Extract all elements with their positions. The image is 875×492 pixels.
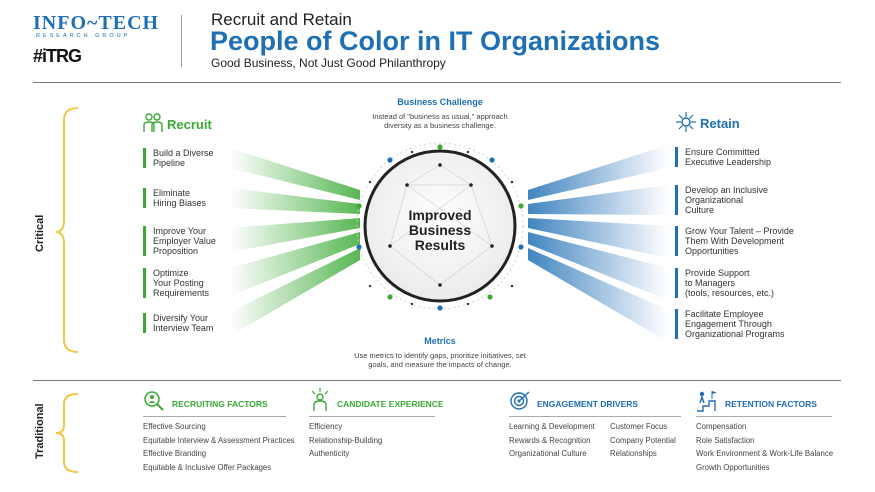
logo-wordmark: INFO~TECH — [33, 12, 160, 34]
recruiting-factors-heading: RECRUITING FACTORS — [172, 399, 268, 409]
retain-heading: Retain — [700, 116, 740, 131]
recruit-item: Optimize Your Posting Requirements — [143, 268, 209, 298]
retain-item: Ensure Committed Executive Leadership — [675, 147, 771, 167]
itrg-logo: #iTRG — [33, 46, 82, 66]
list-item: Company Potential — [610, 436, 676, 445]
metrics-title: Metrics — [424, 336, 456, 346]
retention-factors-heading: RETENTION FACTORS — [725, 399, 817, 409]
magnifier-person-icon — [143, 390, 165, 417]
page-kicker: Recruit and Retain — [211, 10, 352, 29]
list-item: Work Environment & Work-Life Balance — [696, 449, 834, 458]
traditional-label: Traditional — [34, 403, 46, 459]
list-item: Organizational Culture — [509, 449, 587, 458]
stairs-person-icon — [696, 389, 718, 418]
traditional-bracket — [55, 393, 79, 473]
engagement-drivers-heading: ENGAGEMENT DRIVERS — [537, 399, 639, 409]
top-divider — [33, 82, 841, 83]
category-rule — [509, 416, 681, 417]
logo-subtext: RESEARCH GROUP — [36, 33, 131, 39]
list-item: Role Satisfaction — [696, 436, 755, 445]
list-item: Learning & Development — [509, 422, 595, 431]
list-item: Effective Branding — [143, 449, 207, 458]
category-rule — [696, 416, 832, 417]
recruit-item: Improve Your Employer Value Proposition — [143, 226, 216, 256]
retain-item: Grow Your Talent – Provide Them With Dev… — [675, 226, 794, 256]
recruit-item: Eliminate Hiring Biases — [143, 188, 206, 208]
category-rule — [309, 416, 435, 417]
section-divider — [33, 380, 841, 381]
page-title: People of Color in IT Organizations — [210, 26, 661, 56]
list-item: Customer Focus — [610, 422, 668, 431]
person-star-icon — [309, 388, 331, 417]
list-item: Relationship-Building — [309, 436, 383, 445]
metrics-desc: Use metrics to identify gaps, prioritize… — [354, 351, 526, 369]
people-icon — [143, 112, 163, 139]
retain-fan — [528, 145, 668, 342]
list-item: Rewards & Recognition — [509, 436, 591, 445]
network-icon — [675, 111, 697, 138]
retain-item: Facilitate Employee Engagement Through O… — [675, 309, 785, 339]
list-item: Authenticity — [309, 449, 350, 458]
recruit-fan — [230, 148, 360, 336]
candidate-experience-heading: CANDIDATE EXPERIENCE — [337, 399, 444, 409]
list-item: Efficiency — [309, 422, 343, 431]
list-item: Equitable Interview & Assessment Practic… — [143, 436, 295, 445]
retain-item: Provide Support to Managers (tools, reso… — [675, 268, 774, 298]
retain-item: Develop an Inclusive Organizational Cult… — [675, 185, 768, 215]
list-item: Compensation — [696, 422, 747, 431]
target-icon — [509, 390, 531, 417]
page-subtitle: Good Business, Not Just Good Philanthrop… — [211, 56, 446, 70]
list-item: Growth Opportunities — [696, 463, 770, 472]
list-item: Relationships — [610, 449, 657, 458]
recruit-item: Build a Diverse Pipeline — [143, 148, 214, 168]
list-item: Equitable & Inclusive Offer Packages — [143, 463, 272, 472]
circle-label: Improved Business Results — [408, 207, 472, 253]
results-circle — [363, 149, 517, 303]
critical-label: Critical — [34, 214, 46, 252]
category-rule — [143, 416, 286, 417]
critical-bracket — [55, 107, 79, 353]
list-item: Effective Sourcing — [143, 422, 206, 431]
business-challenge-desc: Instead of "business as usual," approach… — [372, 112, 508, 130]
header-divider — [181, 15, 182, 67]
business-challenge-title: Business Challenge — [397, 97, 483, 107]
recruit-item: Diversify Your Interview Team — [143, 313, 213, 333]
recruit-heading: Recruit — [167, 117, 212, 132]
